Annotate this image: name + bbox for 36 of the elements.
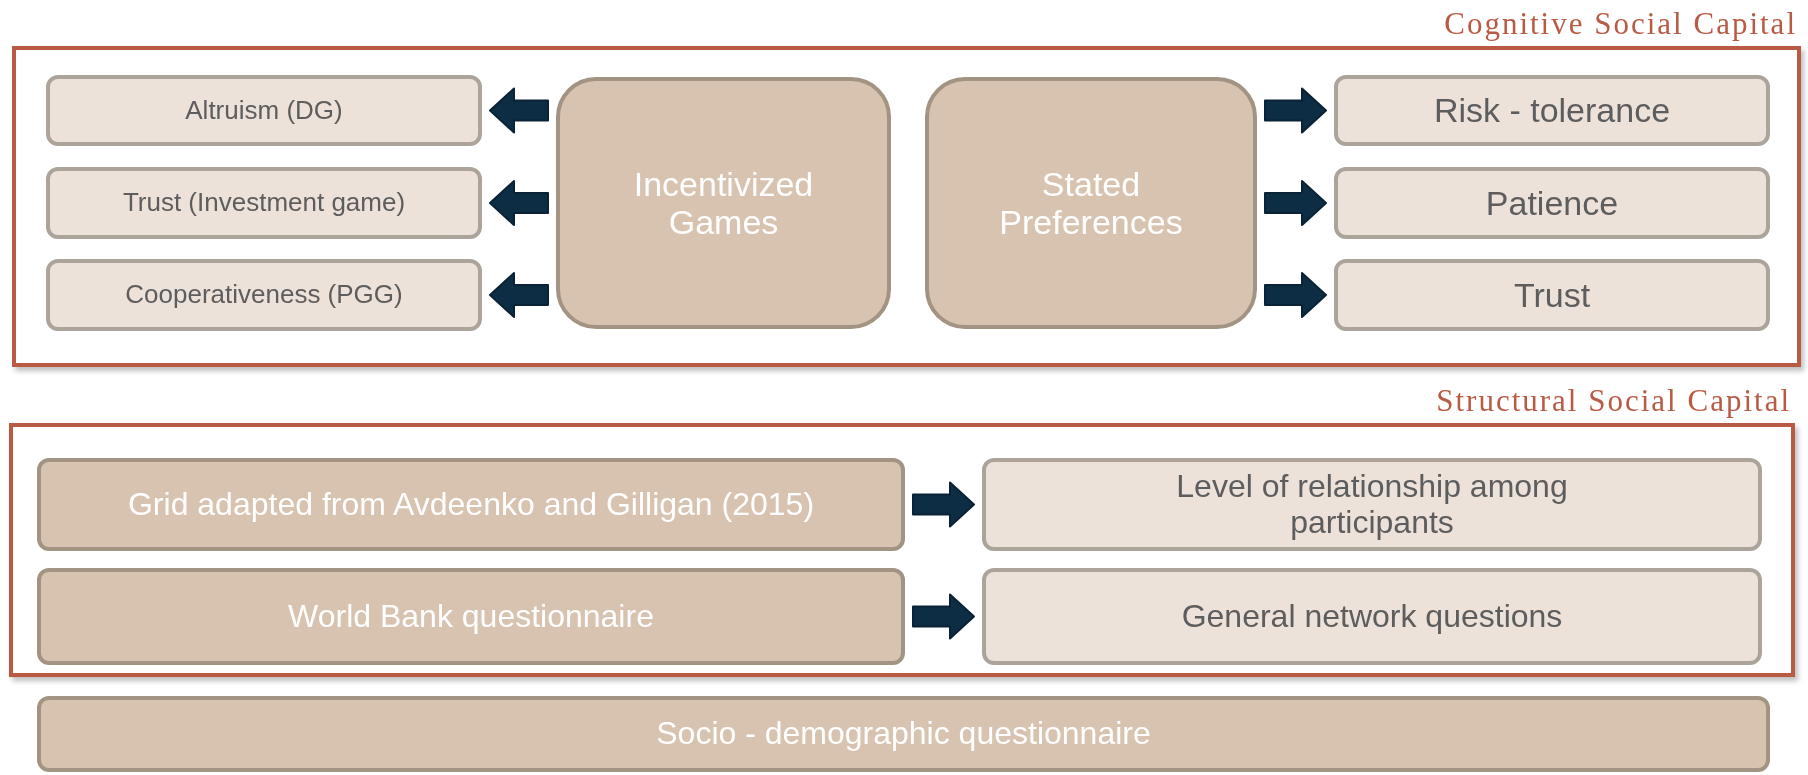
section-heading: Cognitive Social Capital <box>1444 5 1797 43</box>
block-arrow <box>1264 87 1327 134</box>
item-box <box>1334 75 1770 146</box>
item-box <box>982 568 1762 665</box>
block-arrow <box>1264 180 1327 226</box>
box-label: World Bank questionnaire <box>287 598 655 635</box>
box-label: Altruism (DG) <box>184 95 344 126</box>
box-label: General network questions <box>1180 598 1564 635</box>
box-label: Trust <box>1512 275 1592 315</box>
block-arrow <box>1264 272 1327 318</box>
block-arrow <box>912 481 975 528</box>
item-box <box>46 75 482 146</box>
box-label: Patience <box>1484 183 1620 223</box>
box-label: Trust (Investment game) <box>121 188 407 218</box>
method-box <box>37 568 905 665</box>
block-arrow <box>489 180 549 226</box>
item-box <box>982 458 1762 551</box>
section-heading: Structural Social Capital <box>1436 382 1791 420</box>
method-box <box>556 77 891 329</box>
box-label: Level of relationship among participants <box>1175 468 1569 541</box>
item-box <box>46 259 482 331</box>
item-box <box>46 167 482 239</box>
method-box <box>37 696 1770 772</box>
block-arrow <box>489 87 549 134</box>
item-box <box>1334 259 1770 331</box>
block-arrow <box>489 272 549 318</box>
block-arrow <box>912 593 975 640</box>
box-label: Stated Preferences <box>998 164 1184 242</box>
box-label: Grid adapted from Avdeenko and Gilligan (2015) <box>126 486 816 523</box>
box-label: Socio - demographic questionnaire <box>655 716 1152 752</box>
method-box <box>37 458 905 551</box>
box-label: Risk - tolerance <box>1432 91 1672 130</box>
box-label: Cooperativeness (PGG) <box>124 280 404 310</box>
method-box <box>925 77 1257 329</box>
box-label: Incentivized Games <box>632 164 815 242</box>
item-box <box>1334 167 1770 239</box>
